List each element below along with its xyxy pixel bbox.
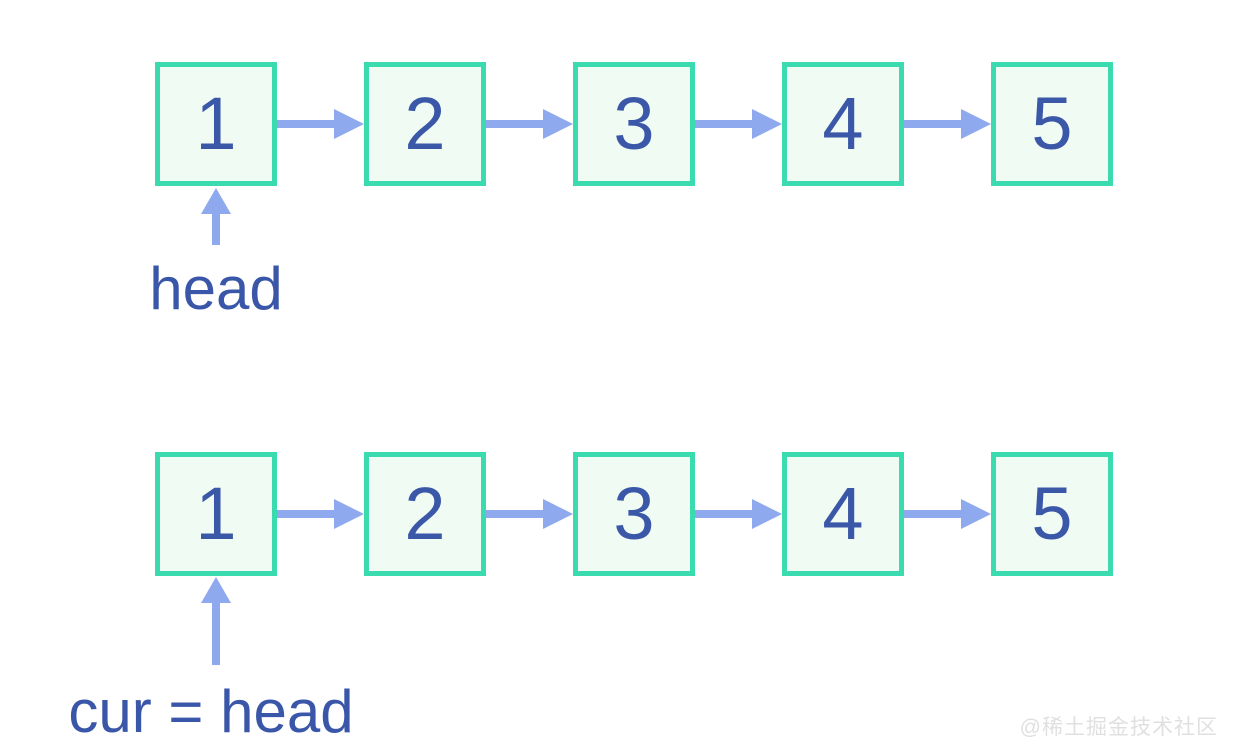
arrow-shaft — [277, 510, 340, 518]
arrow-shaft — [904, 120, 967, 128]
node-value: 3 — [613, 82, 655, 165]
next-pointer-arrow-icon — [904, 499, 991, 529]
arrow-shaft — [277, 120, 340, 128]
arrow-head — [201, 577, 231, 603]
next-pointer-arrow-icon — [486, 499, 573, 529]
linked-list-diagram-head: 1 2 3 4 5 — [0, 62, 1236, 362]
arrow-shaft — [695, 120, 758, 128]
list-node: 5 — [991, 62, 1113, 186]
arrow-head — [201, 188, 231, 214]
arrow-head — [752, 499, 782, 529]
arrow-shaft — [695, 510, 758, 518]
arrow-head — [334, 109, 364, 139]
pointer-up-arrow-icon — [201, 188, 231, 245]
pointer-label: cur = head — [68, 678, 354, 745]
arrow-head — [961, 499, 991, 529]
arrow-head — [961, 109, 991, 139]
arrow-shaft — [212, 599, 220, 665]
arrow-shaft — [904, 510, 967, 518]
pointer-up-arrow-icon — [201, 577, 231, 665]
arrow-head — [543, 109, 573, 139]
node-value: 5 — [1031, 82, 1073, 165]
arrow-shaft — [212, 210, 220, 245]
list-node: 4 — [782, 62, 904, 186]
arrow-head — [334, 499, 364, 529]
arrow-head — [543, 499, 573, 529]
next-pointer-arrow-icon — [695, 109, 782, 139]
next-pointer-arrow-icon — [904, 109, 991, 139]
node-value: 4 — [822, 472, 864, 555]
watermark-text: @稀土掘金技术社区 — [1019, 716, 1218, 739]
node-value: 4 — [822, 82, 864, 165]
linked-list-diagram-cur: 1 2 3 4 5 — [0, 452, 1236, 752]
list-node: 3 — [573, 62, 695, 186]
node-value: 2 — [404, 82, 446, 165]
next-pointer-arrow-icon — [277, 109, 364, 139]
list-node: 1 — [155, 452, 277, 576]
list-node: 4 — [782, 452, 904, 576]
arrow-shaft — [486, 510, 549, 518]
node-value: 2 — [404, 472, 446, 555]
node-value: 3 — [613, 472, 655, 555]
node-value: 5 — [1031, 472, 1073, 555]
list-node: 3 — [573, 452, 695, 576]
arrow-shaft — [486, 120, 549, 128]
node-value: 1 — [195, 472, 237, 555]
next-pointer-arrow-icon — [277, 499, 364, 529]
list-node: 2 — [364, 452, 486, 576]
list-node: 1 — [155, 62, 277, 186]
node-value: 1 — [195, 82, 237, 165]
list-node: 2 — [364, 62, 486, 186]
list-node: 5 — [991, 452, 1113, 576]
arrow-head — [752, 109, 782, 139]
next-pointer-arrow-icon — [695, 499, 782, 529]
pointer-label: head — [149, 255, 283, 322]
next-pointer-arrow-icon — [486, 109, 573, 139]
